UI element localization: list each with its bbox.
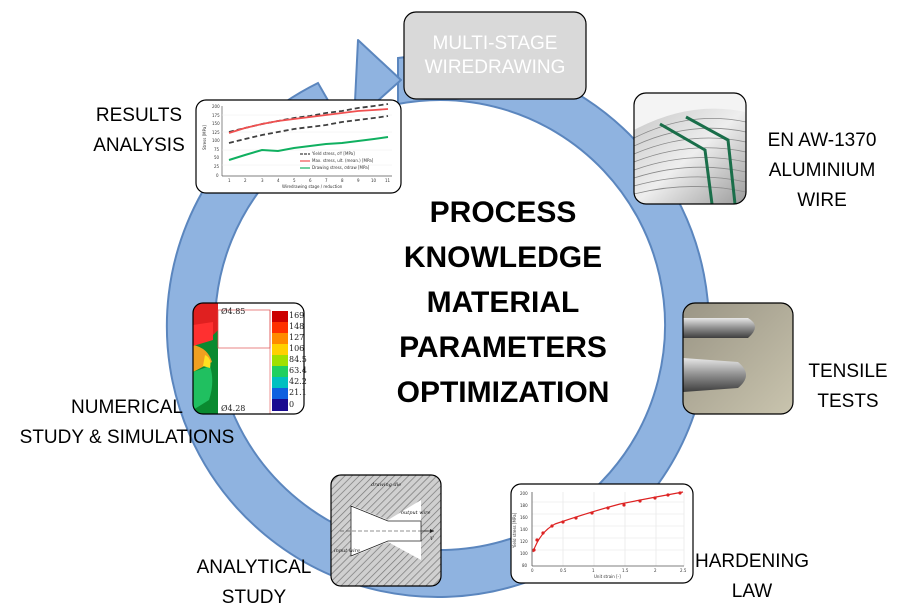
hardening-ytick: 140 bbox=[520, 527, 528, 532]
hardening-xtick: 2 bbox=[654, 568, 657, 573]
results-legend-entry: Yield stress, σY [MPa] bbox=[311, 151, 355, 156]
hardening-ytick: 80 bbox=[522, 563, 528, 568]
label-line: ANALYSIS bbox=[93, 135, 185, 156]
hardening-ytick: 160 bbox=[520, 515, 528, 520]
results-ytick: 150 bbox=[212, 121, 220, 126]
hardening-xtick: 0.5 bbox=[560, 568, 567, 573]
numerical-scale-tick: 42.2 bbox=[289, 377, 307, 386]
results-xtick: 9 bbox=[357, 178, 360, 183]
results-xtick: 5 bbox=[293, 178, 296, 183]
label-line: NUMERICAL bbox=[71, 397, 183, 418]
center-line: KNOWLEDGE bbox=[403, 241, 603, 274]
label-line: STUDY bbox=[221, 587, 287, 608]
label-hardening: HARDENING LAW bbox=[694, 547, 810, 607]
label-line: HARDENING bbox=[694, 551, 809, 572]
results-ytick: 0 bbox=[216, 173, 219, 178]
center-theme-text: PROCESS KNOWLEDGE MATERIAL PARAMETERS OP… bbox=[358, 190, 648, 415]
results-xtick: 7 bbox=[325, 178, 328, 183]
numerical-scale-tick: 127 bbox=[289, 333, 304, 342]
results-ylabel: Stress [MPa] bbox=[202, 125, 207, 150]
start-box bbox=[403, 11, 587, 100]
analytical-input-label: input wire bbox=[334, 548, 360, 554]
center-line: PARAMETERS bbox=[399, 331, 607, 364]
results-xtick: 8 bbox=[341, 178, 344, 183]
results-ytick: 50 bbox=[214, 155, 220, 160]
numerical-scale-tick: 0 bbox=[289, 400, 294, 409]
label-line: ALUMINIUM bbox=[768, 160, 876, 181]
results-xtick: 6 bbox=[309, 178, 312, 183]
hardening-ytick: 120 bbox=[520, 539, 528, 544]
label-wire: EN AW-1370 ALUMINIUM WIRE bbox=[756, 126, 888, 216]
hardening-xtick: 0 bbox=[531, 568, 534, 573]
results-ytick: 175 bbox=[212, 113, 220, 118]
label-line: LAW bbox=[731, 581, 773, 602]
results-xtick: 4 bbox=[277, 178, 280, 183]
start-box-label: MULTI-STAGE WIREDRAWING bbox=[404, 14, 586, 98]
hardening-ytick: 200 bbox=[520, 491, 528, 496]
start-line-1: MULTI-STAGE bbox=[432, 33, 558, 54]
analytical-velocity-label: V bbox=[430, 536, 435, 542]
results-legend-entry: Max. stress, ult. (mean.) [MPa] bbox=[312, 158, 374, 163]
hardening-ylabel: Yield stress [MPa] bbox=[512, 512, 517, 549]
results-xtick: 1 bbox=[228, 178, 231, 183]
results-xtick: 2 bbox=[244, 178, 247, 183]
results-ytick: 25 bbox=[214, 164, 220, 169]
analytical-die-label: drawing die bbox=[371, 482, 401, 488]
analytical-output-label: output wire bbox=[401, 510, 431, 516]
label-numerical: NUMERICAL STUDY & SIMULATIONS bbox=[10, 393, 244, 453]
results-ytick: 200 bbox=[212, 104, 220, 109]
label-line: ANALYTICAL bbox=[196, 557, 312, 578]
results-ytick: 125 bbox=[212, 130, 220, 135]
center-line: MATERIAL bbox=[426, 286, 580, 319]
label-analytical: ANALYTICAL STUDY bbox=[184, 553, 324, 613]
numerical-top-label: Ø4.85 bbox=[221, 307, 245, 316]
results-xlabel: Wiredrawing stage / reduction bbox=[282, 184, 343, 189]
numerical-scale-tick: 84.5 bbox=[289, 355, 307, 364]
numerical-scale-tick: 106 bbox=[289, 344, 304, 353]
results-xtick: 11 bbox=[385, 178, 391, 183]
hardening-xtick: 2.5 bbox=[680, 568, 687, 573]
results-xtick: 3 bbox=[261, 178, 264, 183]
label-line: TESTS bbox=[817, 391, 879, 412]
hardening-xtick: 1 bbox=[592, 568, 595, 573]
hardening-xtick: 1.5 bbox=[622, 568, 629, 573]
hardening-ytick: 180 bbox=[520, 503, 528, 508]
numerical-scale-tick: 21.1 bbox=[289, 388, 307, 397]
hardening-xlabel: Unit strain [-] bbox=[594, 574, 621, 579]
results-ytick: 100 bbox=[212, 138, 220, 143]
hardening-ytick: 100 bbox=[520, 551, 528, 556]
numerical-bottom-label: Ø4.28 bbox=[221, 404, 245, 413]
label-line: RESULTS bbox=[95, 105, 183, 126]
label-line: EN AW-1370 bbox=[767, 130, 877, 151]
label-line: STUDY & SIMULATIONS bbox=[19, 427, 235, 448]
start-line-2: WIREDRAWING bbox=[424, 57, 566, 78]
numerical-scale-tick: 63.4 bbox=[289, 366, 307, 375]
center-line: PROCESS bbox=[429, 196, 577, 229]
numerical-scale-tick: 148 bbox=[289, 322, 304, 331]
label-line: TENSILE bbox=[808, 361, 888, 382]
label-tensile: TENSILE TESTS bbox=[800, 357, 896, 417]
results-ytick: 75 bbox=[214, 147, 220, 152]
label-results: RESULTS ANALYSIS bbox=[84, 101, 194, 161]
results-xtick: 10 bbox=[371, 178, 377, 183]
label-line: WIRE bbox=[797, 190, 847, 211]
center-line: OPTIMIZATION bbox=[396, 376, 610, 409]
numerical-scale-tick: 169 bbox=[289, 311, 304, 320]
results-legend-entry: Drawing stress, σdraw [MPa] bbox=[312, 165, 370, 170]
